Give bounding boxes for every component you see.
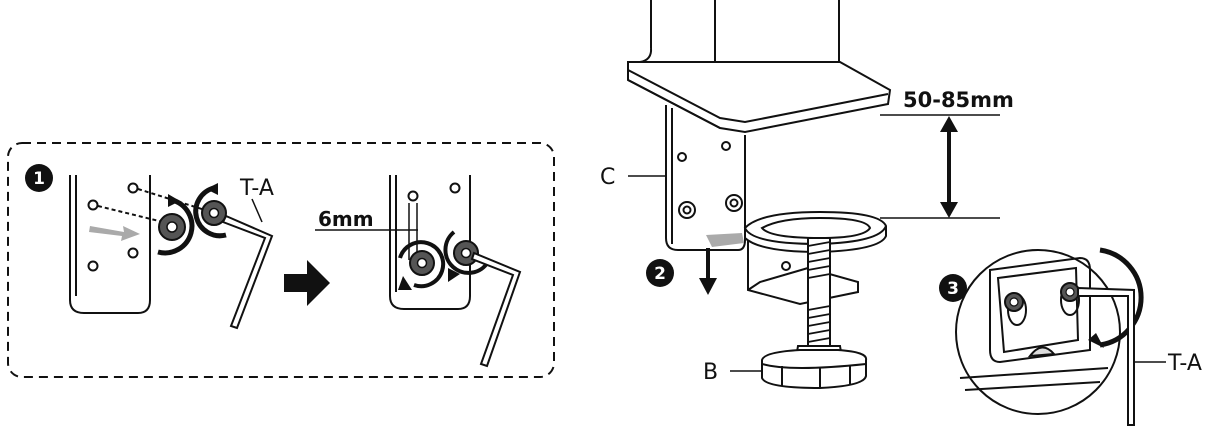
thickness-arrow <box>940 116 958 218</box>
step3-badge: 3 <box>939 274 967 302</box>
svg-text:3: 3 <box>947 279 959 299</box>
clamp-knob <box>761 345 868 390</box>
label-6mm: 6mm <box>318 207 374 231</box>
threaded-rod <box>807 237 831 347</box>
screw-left-icon <box>157 194 195 256</box>
clamp-top-plate <box>627 61 892 134</box>
clamp-lower-bracket <box>747 240 859 306</box>
label-ta-left: T-A <box>239 176 274 201</box>
zoom-detail <box>955 247 1144 426</box>
bracket-plate-after <box>389 175 471 310</box>
screw-after-left-icon <box>398 240 446 290</box>
hex-key-left <box>221 214 274 330</box>
next-arrow <box>284 260 330 306</box>
clamp-pad <box>743 210 888 254</box>
hex-key-after <box>470 251 522 368</box>
push-arrow <box>89 226 140 241</box>
label-desk-thickness: 50-85mm <box>903 88 1014 112</box>
svg-text:1: 1 <box>33 169 45 189</box>
down-arrow <box>699 233 744 295</box>
label-ta-right: T-A <box>1167 351 1202 376</box>
svg-text:2: 2 <box>654 264 666 284</box>
step1-panel <box>7 142 555 378</box>
step1-badge: 1 <box>25 164 53 192</box>
screw-right-icon <box>193 183 227 239</box>
step2-badge: 2 <box>646 259 674 287</box>
label-b: B <box>703 360 718 385</box>
label-c: C <box>600 165 615 190</box>
